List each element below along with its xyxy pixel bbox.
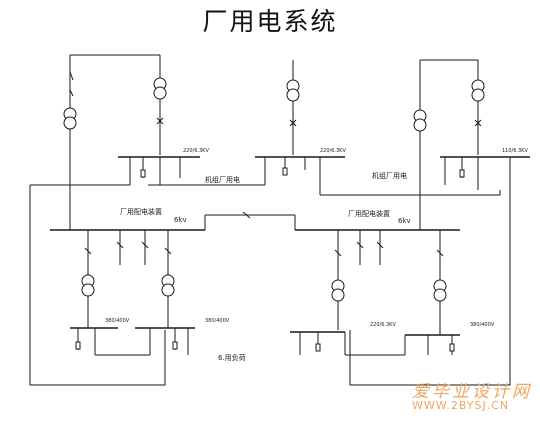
tie-line xyxy=(29,184,166,386)
transformer-icon xyxy=(433,279,447,302)
switch-icon xyxy=(334,241,444,257)
transformer-icon xyxy=(331,279,345,302)
section-label-b: 机组厂用电 xyxy=(372,171,407,180)
voltage-label-left: 6kv xyxy=(174,216,187,224)
ratio-label: 380/400V xyxy=(205,318,230,324)
bus-label-left: 厂用配电装置 xyxy=(120,207,162,216)
feeder-left-line xyxy=(69,54,160,135)
section-label-a: 机组厂用电 xyxy=(205,175,240,184)
ratio-label: 220/6.3KV xyxy=(320,148,346,154)
transformer-icon xyxy=(63,107,77,130)
ratio-label: 110/6.3KV xyxy=(502,148,528,154)
feeder-right-line xyxy=(419,59,478,110)
switch-icon xyxy=(474,119,482,127)
switch-icon xyxy=(289,119,297,127)
ratio-label: 380/400V xyxy=(470,322,495,328)
switch-icon xyxy=(84,241,172,255)
bus-label-right: 厂用配电装置 xyxy=(348,209,390,218)
switch-icon xyxy=(156,117,164,125)
voltage-label-right: 6kv xyxy=(398,217,411,225)
watermark-url: WWW.2BYSJ.CN xyxy=(412,399,510,412)
transformer-icon xyxy=(161,274,175,297)
ratio-label: 380/400V xyxy=(105,318,130,324)
transformer-icon xyxy=(286,79,300,102)
transformer-icon xyxy=(471,79,485,102)
watermark-text: 爱毕业设计网 xyxy=(412,382,532,402)
bottom-note: 6.用负荷 xyxy=(218,353,246,362)
switch-icon xyxy=(242,211,251,219)
transformer-icon xyxy=(153,77,167,100)
switch-icon xyxy=(69,71,74,97)
diagram-title: 厂用电系统 xyxy=(202,7,338,36)
ratio-label: 220/6.3KV xyxy=(370,322,396,328)
ratio-label: 220/6.3KV xyxy=(183,148,209,154)
transformer-icon xyxy=(81,274,95,297)
transformer-icon xyxy=(413,109,427,132)
bus-tie xyxy=(204,214,296,230)
